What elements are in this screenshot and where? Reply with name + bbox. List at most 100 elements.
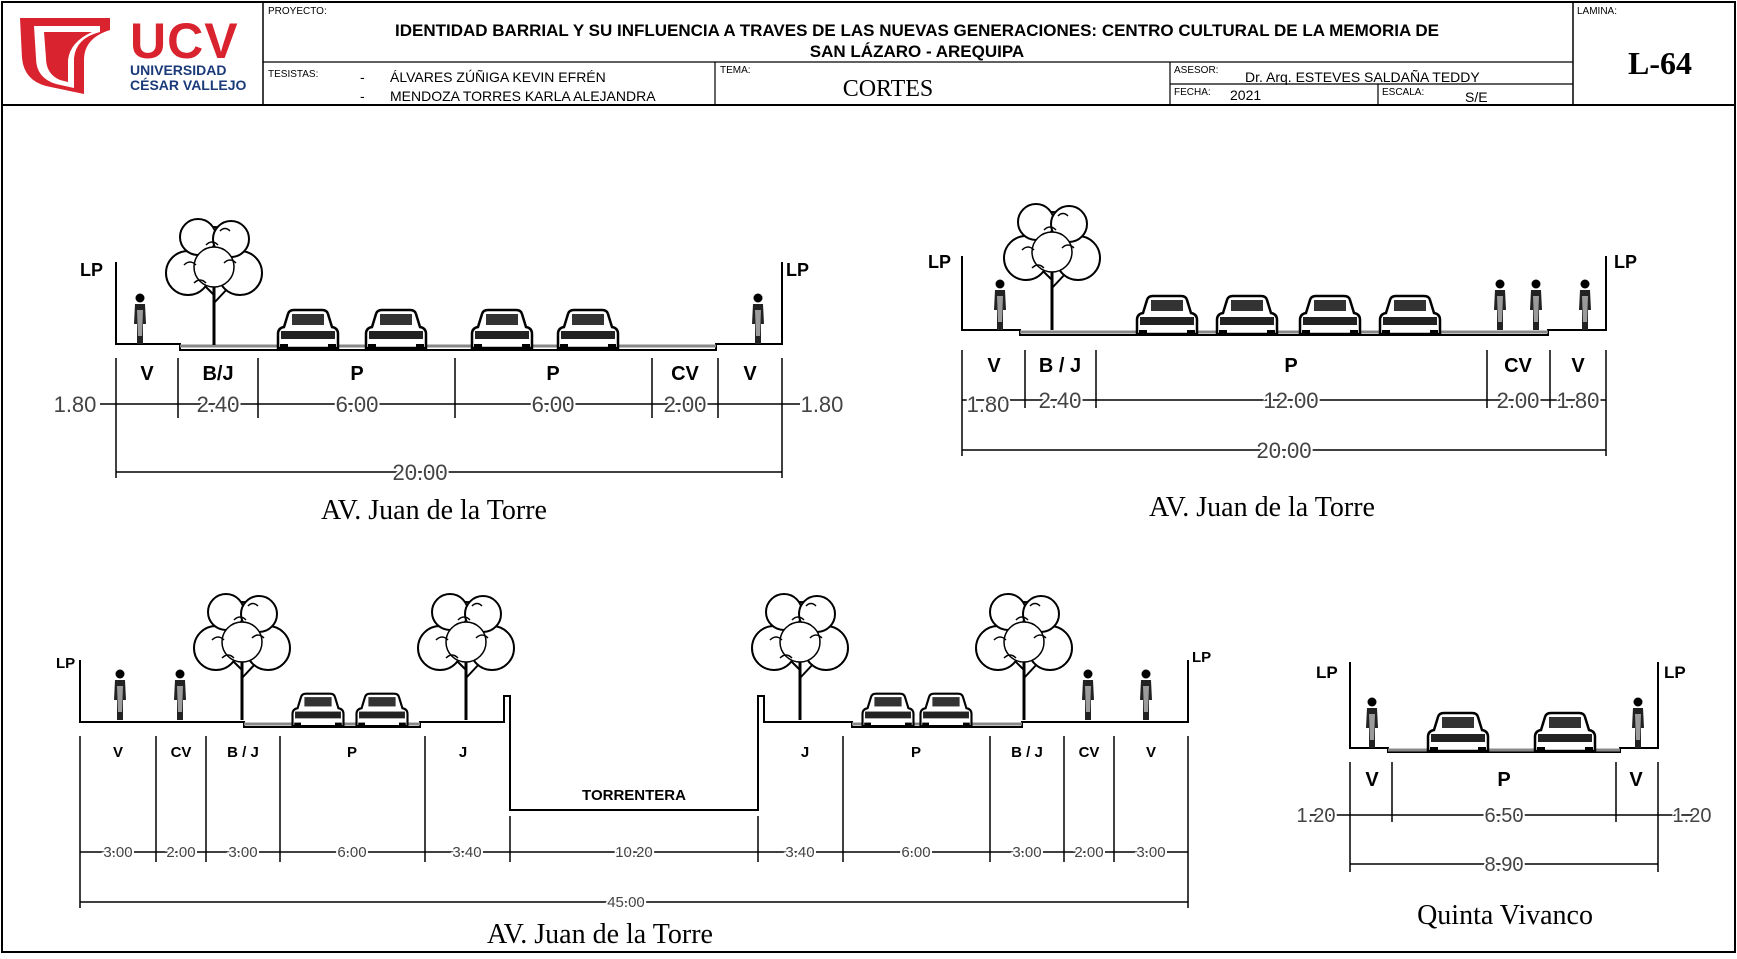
dimension-label: 3.40 [785, 844, 814, 861]
dimension-label: 2.40 [1039, 388, 1082, 413]
proyecto-line1: IDENTIDAD BARRIAL Y SU INFLUENCIA A TRAV… [395, 21, 1439, 40]
zone-label: V [1365, 769, 1379, 791]
section-title: AV. Juan de la Torre [487, 919, 713, 950]
dimension-label: 3.00 [228, 844, 257, 861]
dimension-label: 1.80 [54, 392, 97, 417]
zone-label: V [140, 363, 154, 385]
dimension-label: 3.40 [452, 844, 481, 861]
zone-label: V [987, 355, 1001, 377]
tree-icon [192, 592, 292, 722]
zone-label: V [113, 744, 123, 761]
pedestrian-icon [1632, 697, 1644, 748]
dimension-label: 2.40 [197, 392, 240, 417]
logo-line2: CÉSAR VALLEJO [130, 77, 247, 93]
car-icon [556, 308, 620, 352]
zone-label: P [911, 744, 921, 761]
section-2: LP LP V B / J P CV V 1.80 2.40 12.00 2.0… [928, 202, 1637, 523]
pedestrian-icon [1140, 669, 1152, 720]
car-icon [291, 692, 345, 729]
zone-label: B / J [1039, 355, 1081, 377]
pedestrian-icon [994, 279, 1006, 330]
lp-label: LP [56, 655, 75, 672]
dimension-label: 2.00 [664, 392, 707, 417]
pedestrian-icon [752, 293, 764, 344]
pedestrian-icon [1579, 279, 1591, 330]
car-icon [355, 692, 409, 729]
dimension-label: 3.00 [1012, 844, 1041, 861]
pedestrian-icon [1530, 279, 1542, 330]
tesista2-dash: - [360, 88, 365, 104]
pedestrian-icon [134, 293, 146, 344]
zone-label: J [459, 744, 467, 761]
tree-icon [416, 592, 516, 722]
lp-label: LP [1192, 649, 1211, 666]
lp-label: LP [80, 260, 103, 280]
tree-icon [164, 217, 264, 347]
escala: S/E [1465, 89, 1488, 105]
total-dimension: 45.00 [607, 894, 645, 911]
section-4: LP LP V P V 1.20 6.50 1.20 8.90 Quinta V… [1295, 662, 1713, 931]
lp-label: LP [928, 252, 951, 272]
lamina-label: LAMINA: [1577, 6, 1617, 17]
tesistas-label: TESISTAS: [268, 69, 318, 80]
lp-label: LP [1664, 663, 1686, 682]
lamina: L-64 [1628, 45, 1692, 81]
dimension-label: 1.80 [1557, 388, 1600, 413]
car-icon [470, 308, 534, 352]
pedestrian-icon [174, 669, 186, 720]
logo-acronym: UCV [130, 13, 239, 69]
zone-label: P [546, 363, 559, 385]
dimension-label: 6.00 [336, 392, 379, 417]
section-title: AV. Juan de la Torre [321, 495, 547, 526]
car-icon [1215, 294, 1279, 338]
dimension-label: 1.20 [1673, 805, 1712, 827]
zone-label: P [350, 363, 363, 385]
tree-icon [974, 592, 1074, 722]
zone-label: P [1284, 355, 1297, 377]
pedestrian-icon [1082, 669, 1094, 720]
logo-line1: UNIVERSIDAD [130, 62, 226, 78]
dimension-label: 6.00 [901, 844, 930, 861]
section-title: Quinta Vivanco [1417, 900, 1593, 931]
lp-label: LP [1614, 252, 1637, 272]
total-dimension: 20.00 [392, 460, 447, 485]
car-icon [1298, 294, 1362, 338]
dimension-label: 6.50 [1485, 805, 1524, 827]
tesista1-dash: - [360, 69, 365, 85]
dimension-label: 2.00 [1497, 388, 1540, 413]
dimension-label: 6.00 [532, 392, 575, 417]
ucv-logo: UCV UNIVERSIDAD CÉSAR VALLEJO [20, 13, 247, 94]
car-icon [861, 692, 915, 729]
car-icon [1378, 294, 1442, 338]
zone-label: P [347, 744, 357, 761]
zone-label: V [1629, 769, 1643, 791]
dimension-label: 10.20 [615, 844, 653, 861]
total-dimension: 8.90 [1485, 854, 1524, 876]
asesor-label: ASESOR: [1174, 65, 1218, 76]
zone-label: B / J [1011, 744, 1043, 761]
tree-icon [1002, 202, 1102, 332]
zone-label: B / J [227, 744, 259, 761]
dimension-label: 12.00 [1263, 388, 1318, 413]
lp-label: LP [1316, 663, 1338, 682]
dimension-label: 1.80 [801, 392, 844, 417]
fecha: 2021 [1230, 87, 1261, 103]
pedestrian-icon [1366, 697, 1378, 748]
dimension-label: 3.00 [1136, 844, 1165, 861]
tesista2: MENDOZA TORRES KARLA ALEJANDRA [390, 88, 656, 104]
zone-label: J [801, 744, 809, 761]
total-dimension: 20.00 [1256, 438, 1311, 463]
tree-icon [750, 592, 850, 722]
dimension-label: 2.00 [1074, 844, 1103, 861]
tema: CORTES [843, 76, 934, 102]
zone-label: V [1571, 355, 1585, 377]
zone-label: P [1497, 769, 1510, 791]
dimension-label: 1.80 [967, 392, 1010, 417]
car-icon [364, 308, 428, 352]
zone-label: B/J [202, 363, 233, 385]
section-title: AV. Juan de la Torre [1149, 492, 1375, 523]
zone-label: V [1146, 744, 1156, 761]
tesista1: ÁLVARES ZÚÑIGA KEVIN EFRÉN [390, 69, 606, 85]
